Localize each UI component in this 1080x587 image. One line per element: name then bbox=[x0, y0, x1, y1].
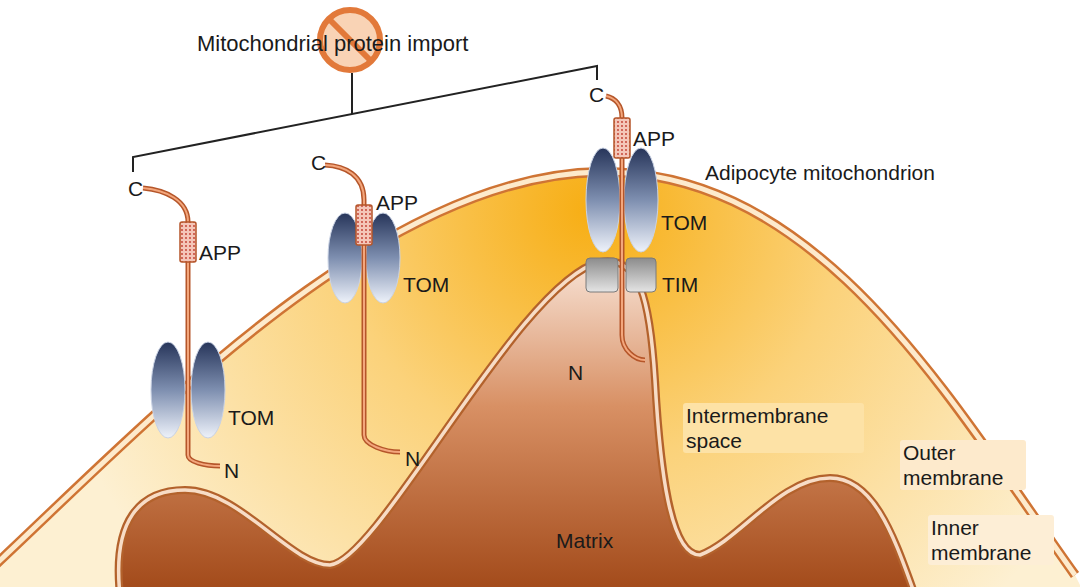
part-label: Adipocyte mitochondrion bbox=[705, 160, 935, 185]
part-label: TOM bbox=[403, 272, 449, 297]
part-label: Inner membrane bbox=[928, 515, 1054, 565]
intermembrane-fill bbox=[0, 172, 1080, 587]
diagram-title: Mitochondrial protein import bbox=[197, 31, 468, 57]
part-label: APP bbox=[199, 240, 241, 265]
part-label: C bbox=[128, 176, 143, 201]
inner-membrane bbox=[119, 261, 915, 587]
part-label: Matrix bbox=[556, 528, 613, 553]
part-label: N bbox=[405, 446, 420, 471]
part-label: APP bbox=[633, 126, 675, 151]
inner-membrane-core bbox=[119, 261, 915, 587]
bracket bbox=[133, 66, 597, 172]
part-label: C bbox=[311, 150, 326, 175]
part-label: TOM bbox=[661, 210, 707, 235]
part-label: N bbox=[568, 360, 583, 385]
part-label: C bbox=[589, 82, 604, 107]
matrix-fill bbox=[119, 261, 915, 587]
part-label: TIM bbox=[662, 272, 698, 297]
tom-complex bbox=[151, 148, 658, 438]
part-label: Intermembrane space bbox=[683, 403, 864, 453]
part-label: Outer membrane bbox=[900, 440, 1026, 490]
transmembrane-domain bbox=[180, 118, 630, 262]
part-label: APP bbox=[376, 190, 418, 215]
part-label: N bbox=[224, 458, 239, 483]
app-protein bbox=[143, 96, 645, 466]
part-label: TOM bbox=[228, 405, 274, 430]
